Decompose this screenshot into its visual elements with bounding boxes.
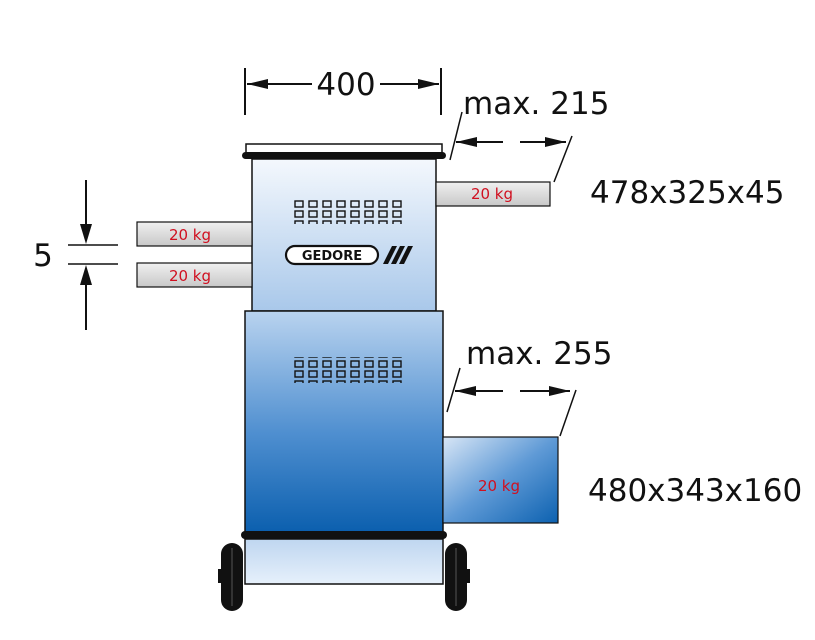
drawer-top-size: 478x325x45 [590,175,784,211]
lower-cabinet [241,310,447,585]
upper-cabinet [242,143,446,312]
wheel-right-icon [445,543,470,611]
max-bottom-dimension: max. 255 [446,336,612,437]
side-box-bottom-load: 20 kg [478,477,520,495]
gedore-logo: GEDORE [284,244,413,266]
left-tray-lower: 20 kg [136,262,253,288]
side-box-bottom: 20 kg [442,436,559,524]
max-top-label: max. 215 [463,86,609,122]
wheel-left-icon [218,543,243,611]
spacing-dimension: 5 [33,180,118,330]
left-tray-lower-load: 20 kg [169,267,211,285]
side-tray-top: 20 kg [435,181,551,207]
spacing-label: 5 [33,238,53,274]
lower-vent-grille [290,357,402,383]
width-label: 400 [316,67,375,103]
side-tray-top-load: 20 kg [471,185,513,203]
left-tray-upper: 20 kg [136,221,253,247]
max-top-dimension: max. 215 [449,86,609,183]
width-dimension: 400 [244,67,442,115]
gedore-logo-text: GEDORE [302,249,362,264]
left-tray-upper-load: 20 kg [169,226,211,244]
drawer-bottom-size: 480x343x160 [588,473,802,509]
max-bottom-label: max. 255 [466,336,612,372]
upper-vent-grille [290,198,402,224]
